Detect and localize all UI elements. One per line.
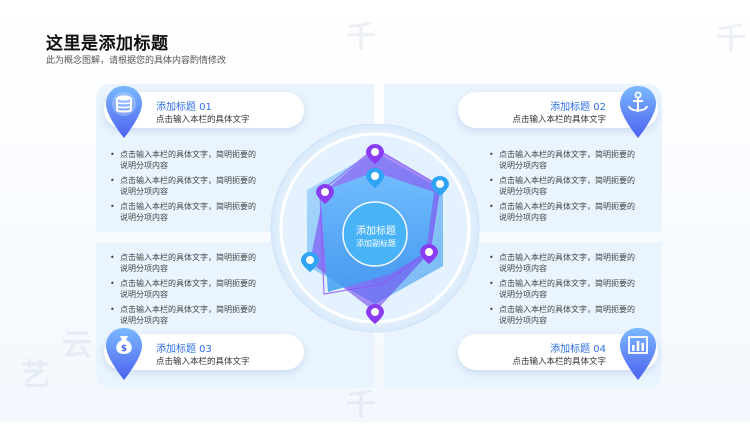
- center-title: 添加标题: [356, 226, 396, 237]
- list-bottom-right: 点击输入本栏的具体文字，简明扼要的说明分项内容 点击输入本栏的具体文字，简明扼要…: [489, 252, 639, 330]
- card-02-subtext: 点击输入本栏的具体文字: [512, 115, 606, 125]
- list-item: 点击输入本栏的具体文字，简明扼要的说明分项内容: [110, 252, 260, 274]
- list-item: 点击输入本栏的具体文字，简明扼要的说明分项内容: [110, 175, 260, 197]
- vertex-marker: [366, 304, 384, 324]
- watermark-glyph: 千: [346, 20, 376, 55]
- watermark-glyph: 云: [62, 328, 92, 363]
- list-item: 点击输入本栏的具体文字，简明扼要的说明分项内容: [489, 201, 639, 223]
- card-03-heading: 添加标题 03: [156, 344, 212, 355]
- anchor-icon: [620, 86, 656, 138]
- list-item: 点击输入本栏的具体文字，简明扼要的说明分项内容: [489, 304, 639, 326]
- card-01-heading: 添加标题 01: [156, 102, 212, 113]
- card-02-heading: 添加标题 02: [550, 102, 606, 113]
- list-bottom-left: 点击输入本栏的具体文字，简明扼要的说明分项内容 点击输入本栏的具体文字，简明扼要…: [110, 252, 260, 330]
- card-04-heading: 添加标题 04: [550, 344, 606, 355]
- list-item: 点击输入本栏的具体文字，简明扼要的说明分项内容: [110, 201, 260, 223]
- card-01-subtext: 点击输入本栏的具体文字: [156, 115, 250, 125]
- list-item: 点击输入本栏的具体文字，简明扼要的说明分项内容: [489, 252, 639, 274]
- card-03-subtext: 点击输入本栏的具体文字: [156, 357, 250, 367]
- vertex-marker: [301, 252, 319, 272]
- list-item: 点击输入本栏的具体文字，简明扼要的说明分项内容: [489, 149, 639, 171]
- money-bag-icon: $: [106, 328, 142, 380]
- list-item: 点击输入本栏的具体文字，简明扼要的说明分项内容: [110, 278, 260, 300]
- svg-text:$: $: [121, 344, 127, 354]
- page-subtitle: 此为概念图解，请根据您的具体内容酌情修改: [46, 56, 227, 66]
- vertex-marker: [431, 176, 449, 196]
- page-title: 这里是添加标题: [46, 34, 169, 54]
- list-item: 点击输入本栏的具体文字，简明扼要的说明分项内容: [110, 304, 260, 326]
- list-top-left: 点击输入本栏的具体文字，简明扼要的说明分项内容 点击输入本栏的具体文字，简明扼要…: [110, 149, 260, 227]
- watermark-glyph: 千: [716, 22, 746, 57]
- vertex-marker: [316, 184, 334, 204]
- watermark-glyph: 千: [346, 388, 376, 423]
- database-icon: [106, 86, 142, 138]
- list-item: 点击输入本栏的具体文字，简明扼要的说明分项内容: [489, 278, 639, 300]
- card-04-subtext: 点击输入本栏的具体文字: [512, 357, 606, 367]
- watermark-glyph: 艺: [20, 358, 50, 393]
- list-top-right: 点击输入本栏的具体文字，简明扼要的说明分项内容 点击输入本栏的具体文字，简明扼要…: [489, 149, 639, 227]
- vertex-marker: [366, 144, 384, 164]
- radar-diagram: [270, 124, 480, 333]
- vertex-marker: [420, 244, 438, 264]
- list-item: 点击输入本栏的具体文字，简明扼要的说明分项内容: [110, 149, 260, 171]
- center-circle: [342, 201, 408, 267]
- list-item: 点击输入本栏的具体文字，简明扼要的说明分项内容: [489, 175, 639, 197]
- center-subtitle: 添加副标题: [356, 239, 396, 248]
- bar-chart-icon: [620, 328, 656, 380]
- vertex-marker: [366, 168, 384, 188]
